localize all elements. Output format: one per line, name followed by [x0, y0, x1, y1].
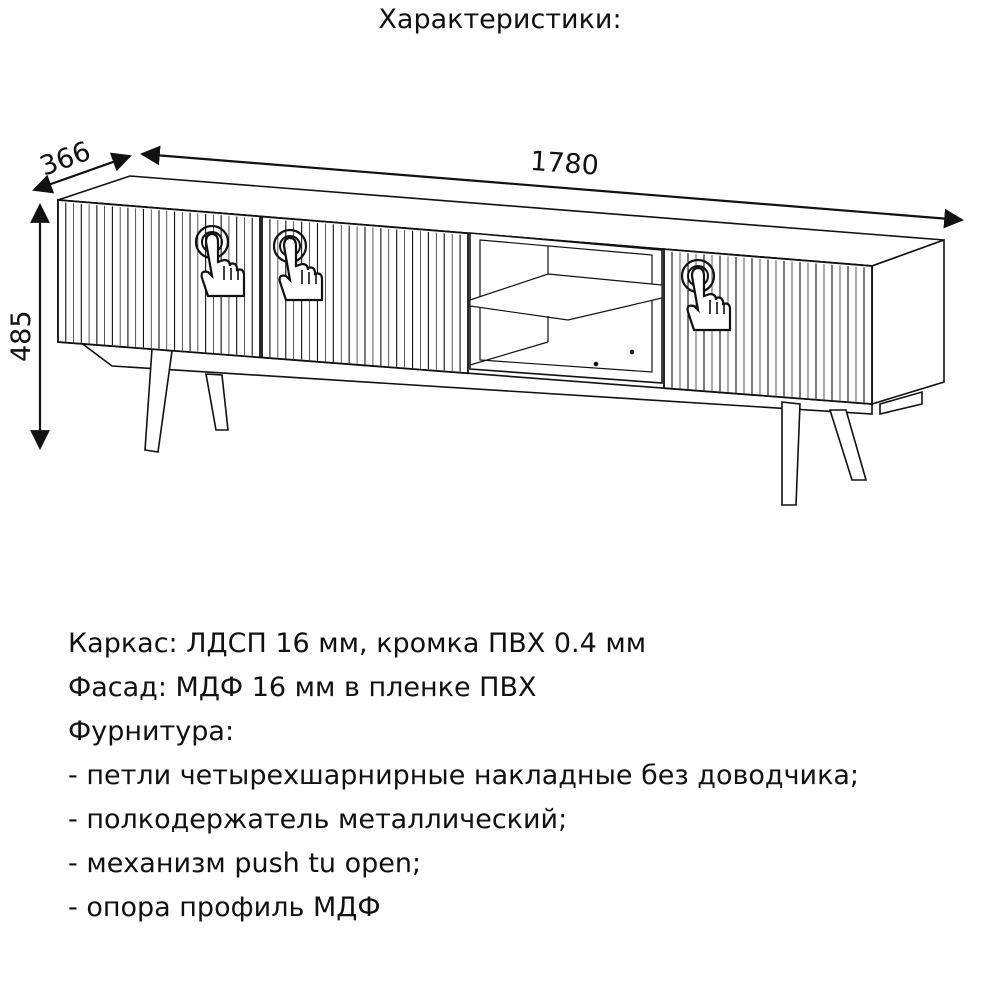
- dimension-lines: [30, 145, 964, 450]
- push-to-open-hand-icon: [272, 228, 324, 302]
- depth-label: 366: [36, 136, 95, 183]
- push-to-open-hand-icon: [680, 258, 732, 332]
- spec-hardware-heading: Фурнитура:: [68, 716, 235, 747]
- specifications: Каркас: ЛДСП 16 мм, кромка ПВХ 0.4 мм Фа…: [68, 622, 988, 930]
- leg-back-right: [828, 409, 868, 481]
- page-title: Характеристики:: [378, 4, 622, 35]
- spec-shelf-support: - полкодержатель металлический;: [68, 804, 568, 835]
- leg-front-right: [781, 401, 801, 506]
- width-label: 1780: [529, 146, 600, 182]
- spec-hinges: - петли четырехшарнирные накладные без д…: [68, 760, 860, 791]
- base-block: [879, 390, 923, 416]
- spec-push-mechanism: - механизм push tu open;: [68, 848, 422, 879]
- leg-back-left: [205, 373, 229, 431]
- tv-stand-drawing: 366 1780 485: [6, 136, 964, 506]
- spec-facade: Фасад: МДФ 16 мм в пленке ПВХ: [68, 672, 537, 703]
- spec-support: - опора профиль МДФ: [68, 892, 381, 923]
- spec-frame: Каркас: ЛДСП 16 мм, кромка ПВХ 0.4 мм: [68, 628, 647, 659]
- width-dimension-line: [140, 145, 964, 229]
- depth-dimension-line: [32, 152, 132, 194]
- push-to-open-hand-icon: [194, 224, 246, 298]
- cabinet-right-side: [871, 238, 945, 406]
- height-label: 485: [6, 310, 37, 362]
